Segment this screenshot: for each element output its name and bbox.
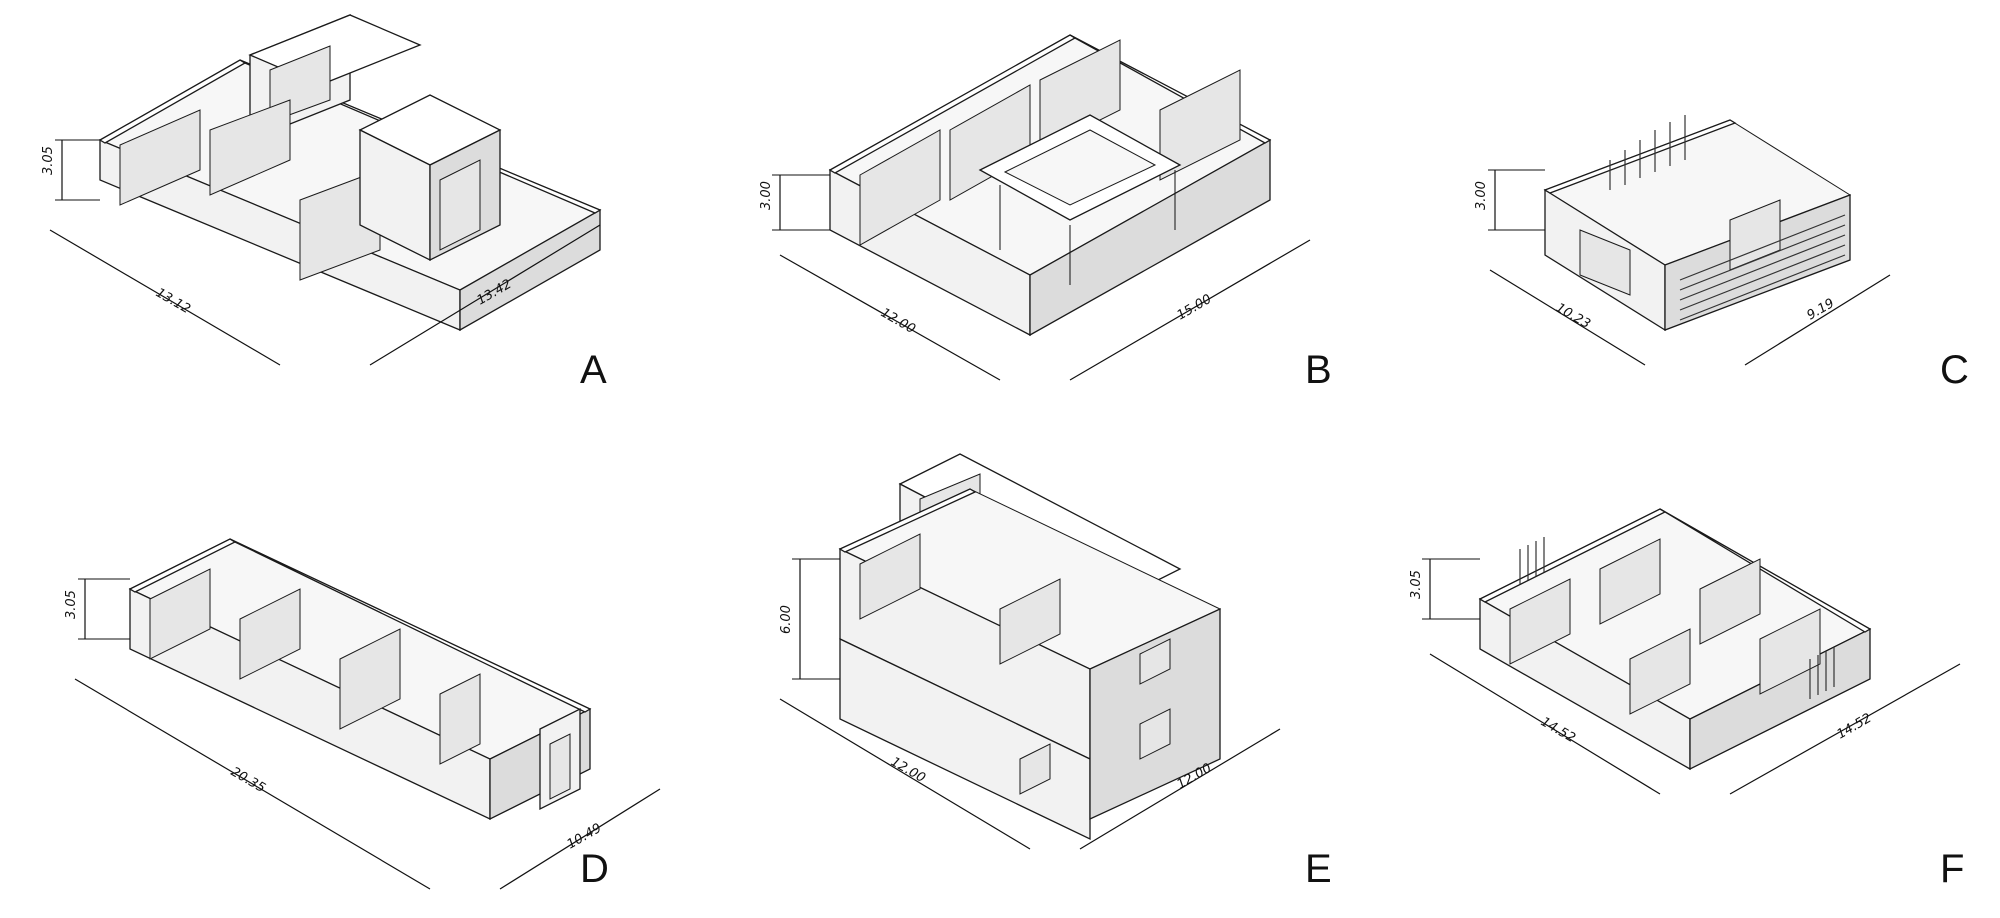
panel-letter-b: B — [1305, 348, 1332, 392]
width-dim-right-label: 15.00 — [1175, 292, 1215, 324]
screen-slats — [1519, 537, 1835, 699]
height-dim-label: 3.00 — [1474, 181, 1489, 210]
isometric-floorplan-c: 3.00 10.23 9.19 — [1474, 115, 1891, 366]
width-dim-left-label: 13.12 — [153, 285, 193, 317]
height-dim-label: 3.05 — [41, 146, 56, 175]
width-dim-left-label: 14.52 — [1538, 714, 1578, 746]
height-dim-label: 3.05 — [64, 590, 79, 619]
panel-letter-e: E — [1305, 847, 1332, 891]
panel-b: 3.00 12.00 15.00 B — [740, 0, 1406, 459]
isometric-floorplan-b: 3.00 12.00 15.00 — [759, 34, 1311, 381]
width-dim-right-label: 9.19 — [1805, 296, 1838, 323]
isometric-floorplan-f: 3.05 14.52 14.52 — [1409, 508, 1961, 795]
height-dim-label: 3.00 — [759, 181, 774, 210]
panel-f: 3.05 14.52 14.52 F — [1400, 459, 2000, 918]
panel-d: 3.05 20.35 10.49 D — [40, 459, 706, 918]
panel-letter-a: A — [580, 348, 607, 392]
panel-letter-f: F — [1940, 847, 1965, 891]
isometric-floorplan-a: 3.05 13.12 13.42 — [41, 14, 602, 366]
width-dim-left-label: 12.00 — [888, 754, 928, 786]
height-dim-label: 6.00 — [779, 605, 794, 634]
width-dim-left-label: 12.00 — [878, 305, 918, 337]
panel-letter-d: D — [580, 847, 609, 891]
width-dimension-right — [369, 224, 601, 366]
isometric-floorplan-e: 6.00 12.00 12.00 — [779, 453, 1281, 850]
isometric-floorplan-d: 3.05 20.35 10.49 — [64, 538, 661, 890]
panel-letter-c: C — [1940, 348, 1969, 392]
panel-a: 3.05 13.12 13.42 A — [40, 0, 706, 459]
panel-c: 3.00 10.23 9.19 C — [1450, 0, 2000, 459]
facade-slats — [1609, 115, 1846, 321]
width-dimension-left — [49, 229, 281, 366]
width-dim-left-label: 10.23 — [1553, 300, 1593, 332]
height-dim-label: 3.05 — [1409, 570, 1424, 599]
width-dim-left-label: 20.35 — [228, 764, 268, 796]
width-dim-right-label: 14.52 — [1835, 711, 1875, 743]
panel-e: 6.00 12.00 12.00 E — [740, 453, 1406, 918]
